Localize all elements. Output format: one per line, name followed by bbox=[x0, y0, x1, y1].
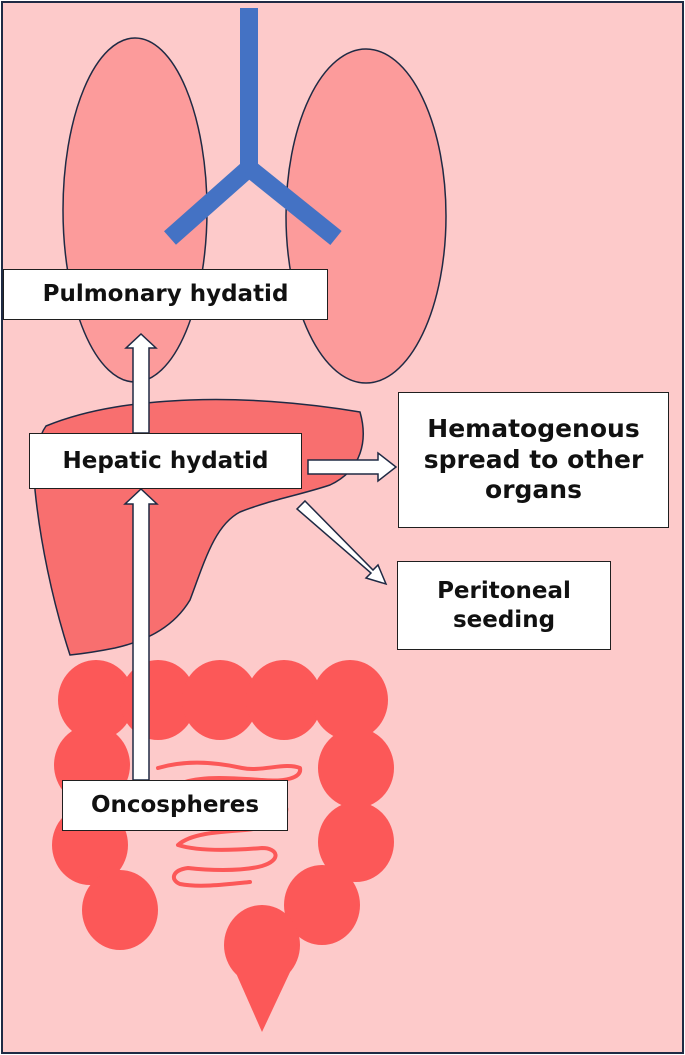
arrow-hepatic-to-pulmonary bbox=[124, 332, 158, 434]
pulmonary-hydatid-label: Pulmonary hydatid bbox=[3, 269, 328, 320]
peritoneal-seeding-label: Peritoneal seeding bbox=[397, 561, 611, 650]
arrow-hepatic-to-hematogenous bbox=[307, 451, 398, 483]
trachea-icon bbox=[164, 8, 342, 246]
left-lung-icon bbox=[62, 37, 208, 383]
oncospheres-label: Oncospheres bbox=[62, 780, 288, 831]
arrow-oncospheres-to-hepatic bbox=[123, 487, 159, 781]
arrow-hepatic-to-peritoneal bbox=[295, 499, 388, 586]
hepatic-hydatid-label: Hepatic hydatid bbox=[29, 433, 302, 489]
hematogenous-spread-label: Hematogenous spread to other organs bbox=[398, 392, 669, 528]
